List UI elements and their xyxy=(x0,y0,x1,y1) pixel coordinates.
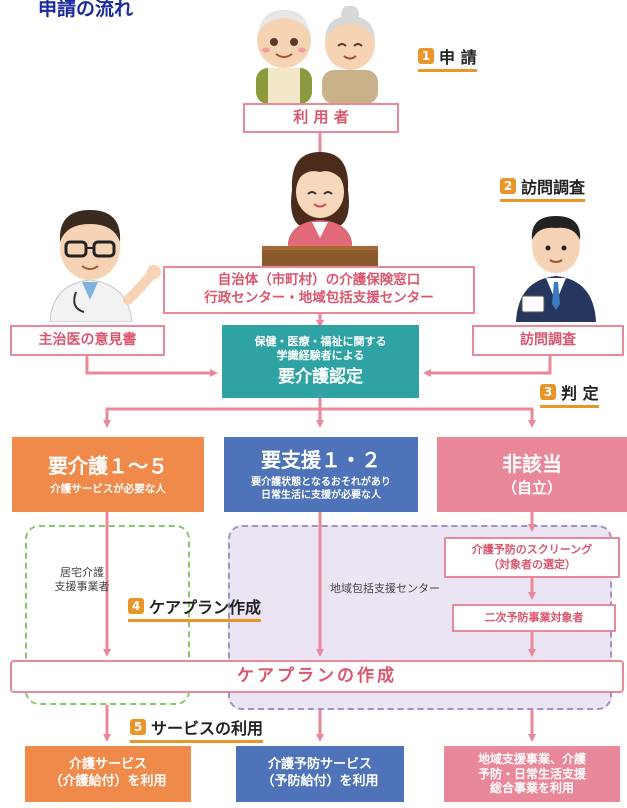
step-2-text: 訪問調査 xyxy=(521,178,586,197)
doctor-illustration xyxy=(49,210,161,322)
community-service-line-3: 総合事業を利用 xyxy=(489,781,574,796)
home-care-line-1: 居宅介護 xyxy=(60,566,104,579)
community-center-label: 地域包括支援センター xyxy=(330,582,440,595)
result-none-title: 非該当 xyxy=(502,451,562,476)
home-care-line-2: 支援事業者 xyxy=(54,580,110,594)
arrow-doctor-to-cert xyxy=(85,356,218,377)
step-5-label: 5 サービスの利用 xyxy=(130,715,264,743)
user-box: 利 用 者 xyxy=(243,103,399,133)
step-3-text: 判 定 xyxy=(561,384,599,403)
care-service-line-1: 介護サービス xyxy=(68,757,147,773)
community-service-line-1: 地域支援事業、介護 xyxy=(477,752,586,767)
step-3-underline xyxy=(540,405,599,408)
step-5-text: サービスの利用 xyxy=(151,719,264,738)
municipal-window-box: 自治体（市町村）の介護保険窓口 行政センター・地域包括支援センター xyxy=(163,266,475,314)
receptionist-illustration xyxy=(262,152,378,266)
arrow-cert-to-none xyxy=(320,407,536,428)
window-line-1: 自治体（市町村）の介護保険窓口 xyxy=(217,272,421,289)
result-support-desc-1: 要介護状態となるおそれがあり xyxy=(251,477,391,488)
screening-line-2: （対象者の選定） xyxy=(488,557,576,571)
step-1-badge: 1 xyxy=(418,48,434,64)
arrow-visit-to-cert xyxy=(423,356,552,377)
result-support-box: 要支援１・２ 要介護状態となるおそれがあり 日常生活に支援が必要な人 xyxy=(224,437,418,512)
inspector-illustration xyxy=(516,216,596,322)
result-none-box: 非該当 （自立） xyxy=(437,437,627,512)
result-support-title: 要支援１・２ xyxy=(261,448,381,472)
step-4-underline xyxy=(128,619,262,622)
care-service-line-2: （介護給付）を利用 xyxy=(49,774,167,789)
result-care-box: 要介護１～５ 介護サービスが必要な人 xyxy=(12,437,204,512)
step-4-label: 4 ケアプラン作成 xyxy=(128,594,262,622)
doctor-opinion-box: 主治医の意見書 xyxy=(10,325,165,356)
step-2-label: 2 訪問調査 xyxy=(500,174,586,202)
cert-main: 要介護認定 xyxy=(278,366,363,387)
step-3-label: 3 判 定 xyxy=(540,380,599,408)
arrow-cert-to-care xyxy=(103,407,320,428)
step-5-underline xyxy=(130,740,264,743)
step-1-text: 申 請 xyxy=(439,48,477,67)
careplan-creation-bar: ケアプランの作成 xyxy=(10,660,624,693)
care-certification-box: 保健・医療・福祉に関する 学識経験者による 要介護認定 xyxy=(222,325,419,398)
prevention-service-box: 介護予防サービス （予防給付）を利用 xyxy=(236,746,404,802)
step-1-underline xyxy=(418,69,477,72)
screening-box: 介護予防のスクリーング （対象者の選定） xyxy=(444,537,620,578)
prevention-service-line-2: （予防給付）を利用 xyxy=(261,774,379,789)
step-2-underline xyxy=(500,199,586,202)
page-title: 申請の流れ xyxy=(38,0,134,20)
result-care-desc: 介護サービスが必要な人 xyxy=(50,482,166,495)
step-2-badge: 2 xyxy=(500,178,516,194)
care-service-box: 介護サービス （介護給付）を利用 xyxy=(25,746,191,802)
elderly-couple-illustration xyxy=(256,6,378,104)
step-1-label: 1 申 請 xyxy=(418,44,477,72)
step-3-badge: 3 xyxy=(540,384,556,400)
community-service-box: 地域支援事業、介護 予防・日常生活支援 総合事業を利用 xyxy=(444,746,620,802)
step-4-text: ケアプラン作成 xyxy=(149,598,262,617)
window-line-2: 行政センター・地域包括支援センター xyxy=(204,290,434,306)
step-4-badge: 4 xyxy=(128,598,144,614)
home-care-label: 居宅介護 支援事業者 xyxy=(44,566,120,595)
result-care-title: 要介護１～５ xyxy=(48,453,168,478)
secondary-prevention-box: 二次予防事業対象者 xyxy=(452,604,616,632)
step-5-badge: 5 xyxy=(130,719,146,735)
cert-line-2: 学識経験者による xyxy=(276,349,365,363)
screening-line-1: 介護予防のスクリーング xyxy=(471,543,593,557)
prevention-service-line-1: 介護予防サービス xyxy=(267,757,372,773)
result-support-desc-2: 日常生活に支援が必要な人 xyxy=(261,490,381,501)
visit-survey-box: 訪問調査 xyxy=(472,325,624,356)
cert-line-1: 保健・医療・福祉に関する xyxy=(254,335,387,349)
community-service-line-2: 予防・日常生活支援 xyxy=(477,766,586,781)
result-none-sub: （自立） xyxy=(501,478,562,497)
